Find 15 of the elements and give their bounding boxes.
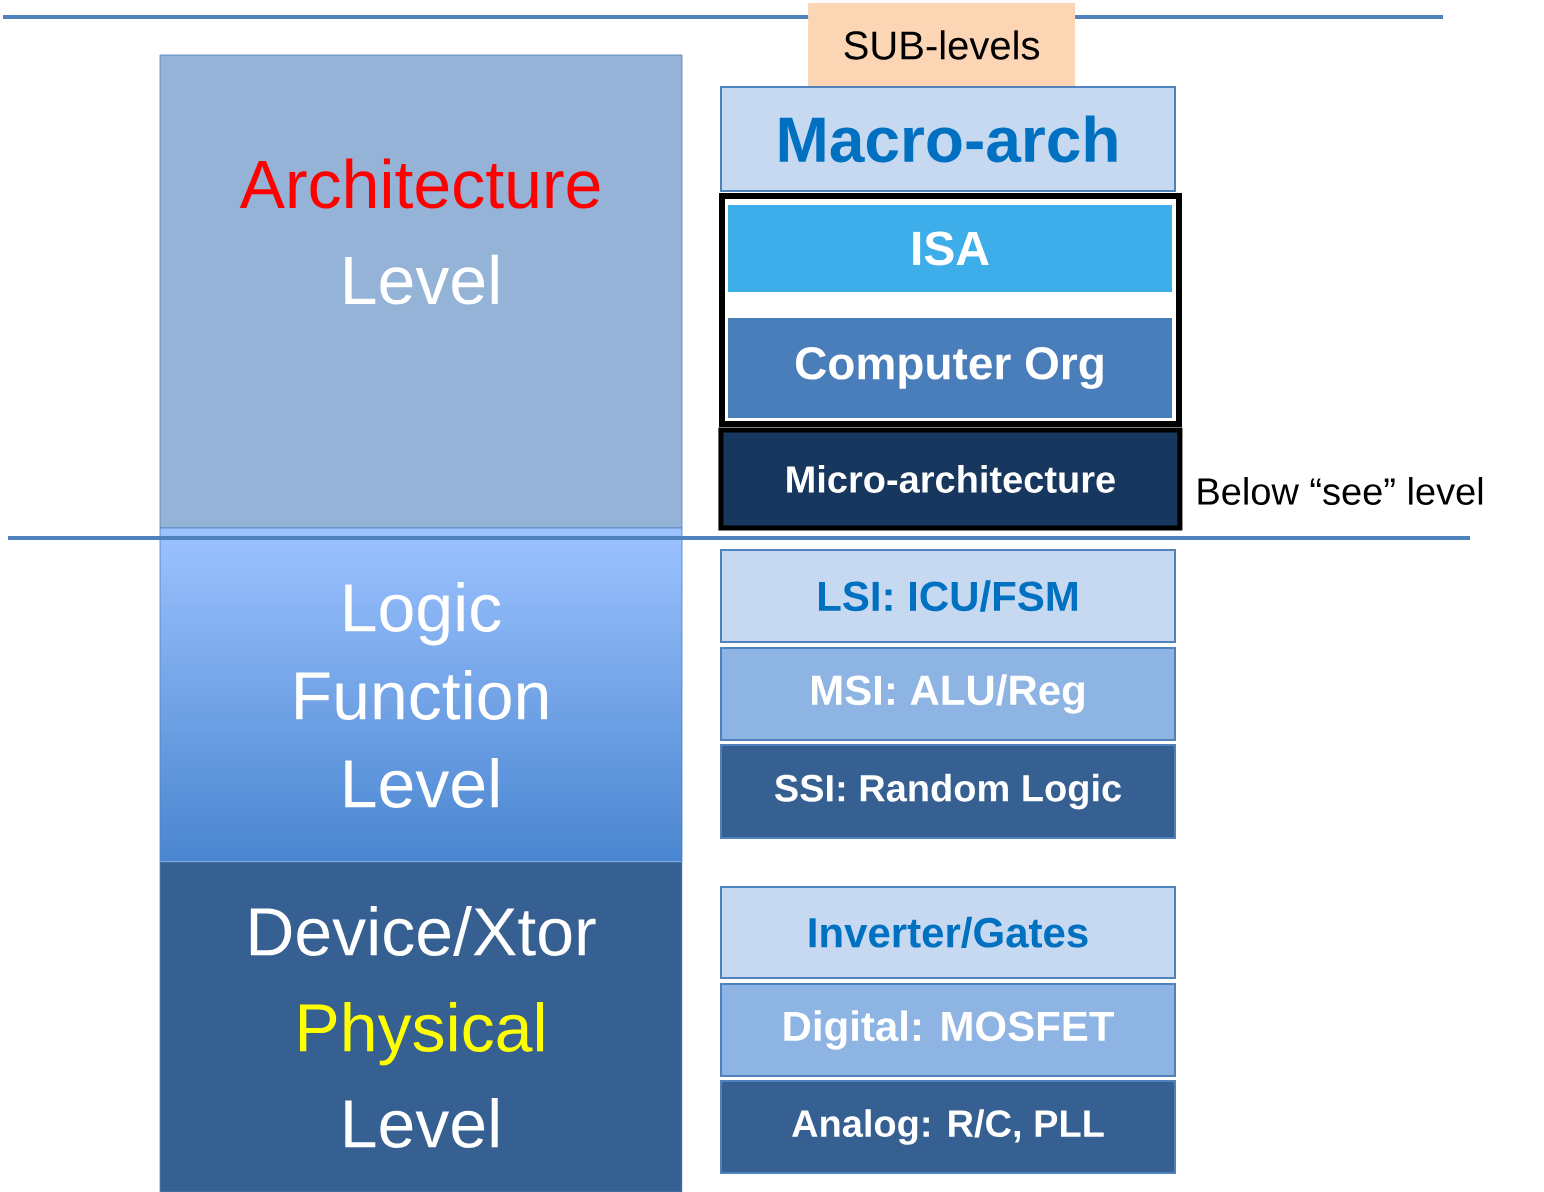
sublevel-box: ISA (728, 204, 1172, 292)
level-box: Logic Function Level (159, 527, 683, 863)
heading-box: SUB-levels (808, 3, 1076, 87)
sublevel-box: Macro-arch (720, 86, 1176, 192)
sublevel-box: MSI: ALU/Reg (720, 647, 1176, 741)
level-box: Device/Xtor Physical Level (159, 861, 683, 1192)
sublevel-box: LSI: ICU/FSM (720, 549, 1176, 643)
sublevel-box: Digital: MOSFET (720, 983, 1176, 1077)
sublevel-box: Inverter/Gates (720, 885, 1176, 979)
side-note: Below “see” level (1198, 477, 1483, 505)
sublevel-box: Analog: R/C, PLL (720, 1080, 1176, 1174)
level-box: Architecture Level (159, 54, 683, 529)
sublevel-box: Micro-architecture (718, 427, 1183, 531)
sublevel-box: SSI: Random Logic (720, 744, 1176, 840)
sublevel-box: Computer Org (728, 318, 1172, 418)
